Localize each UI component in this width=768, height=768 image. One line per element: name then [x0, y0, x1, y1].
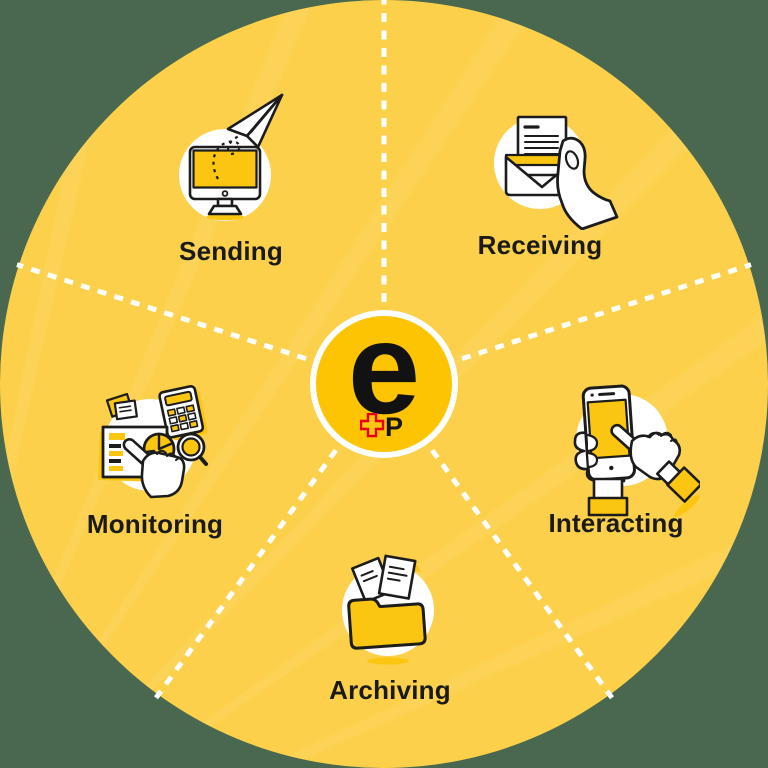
feature-label-monitoring: Monitoring — [86, 509, 224, 539]
receiving-icon — [494, 115, 619, 230]
sending-icon — [179, 93, 284, 221]
post-p-letter: P — [385, 413, 403, 439]
feature-label-receiving: Receiving — [477, 230, 603, 260]
feature-label-interacting: Interacting — [548, 508, 684, 538]
e-logo-letter: e — [347, 295, 421, 441]
interacting-icon — [573, 384, 700, 517]
swiss-post-logo-graphic: P — [360, 413, 403, 439]
archiving-icon — [342, 554, 434, 665]
monitoring-icon — [98, 384, 208, 499]
feature-label-sending: Sending — [179, 236, 283, 266]
center-logo-badge: e P — [310, 295, 458, 458]
swiss-post-logo: P — [316, 413, 452, 439]
swiss-cross-icon — [360, 413, 385, 438]
feature-label-archiving: Archiving — [329, 675, 451, 705]
